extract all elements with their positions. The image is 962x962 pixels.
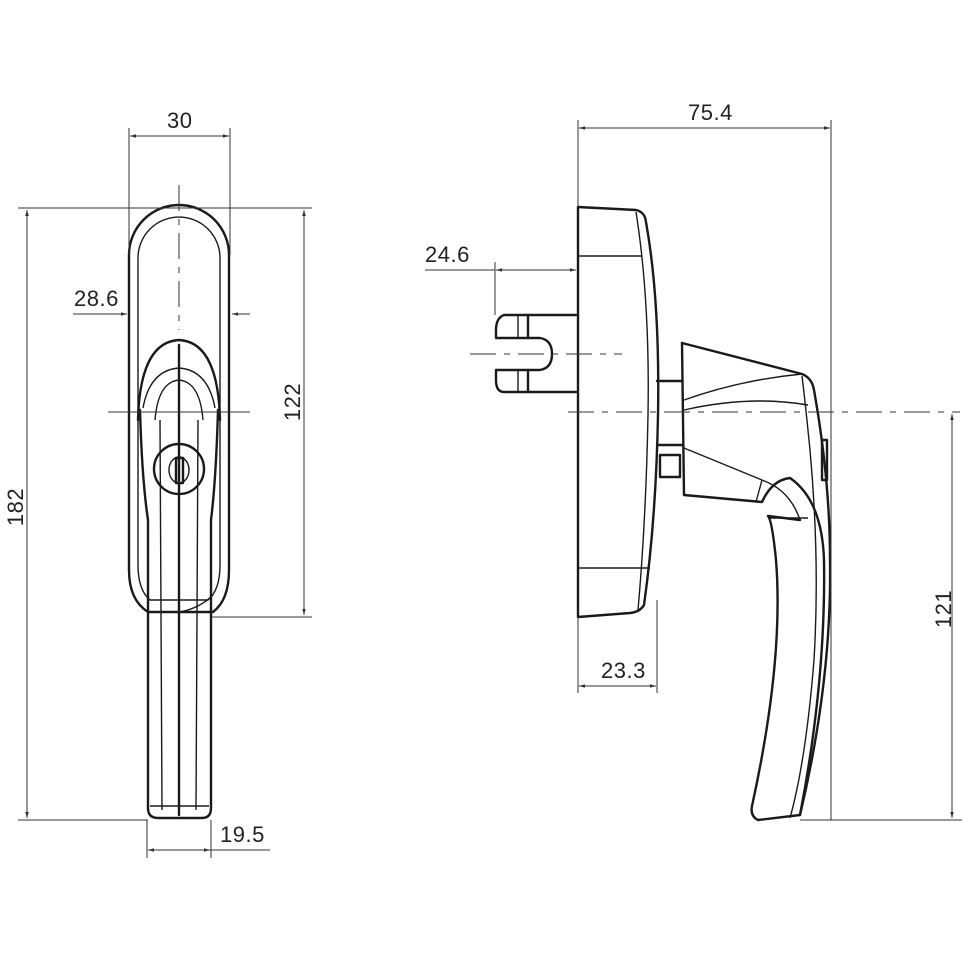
front-view-handle bbox=[127, 203, 231, 820]
side-view-handle bbox=[494, 205, 832, 822]
dim-label-rose-height-122: 122 bbox=[280, 382, 306, 422]
front-dimensions bbox=[18, 128, 312, 858]
dim-label-total-height-182: 182 bbox=[3, 487, 29, 527]
dim-label-width-30: 30 bbox=[167, 108, 193, 133]
dim-label-lever-drop-121: 121 bbox=[931, 589, 957, 629]
dim-label-lever-width-19-5: 19.5 bbox=[220, 822, 265, 847]
dim-label-rose-inner-28-6: 28.6 bbox=[74, 286, 119, 311]
dim-label-depth-75-4: 75.4 bbox=[688, 100, 733, 125]
dim-label-spindle-24-6: 24.6 bbox=[425, 242, 470, 267]
dim-label-base-23-3: 23.3 bbox=[601, 658, 646, 683]
side-dimensions bbox=[425, 120, 962, 821]
